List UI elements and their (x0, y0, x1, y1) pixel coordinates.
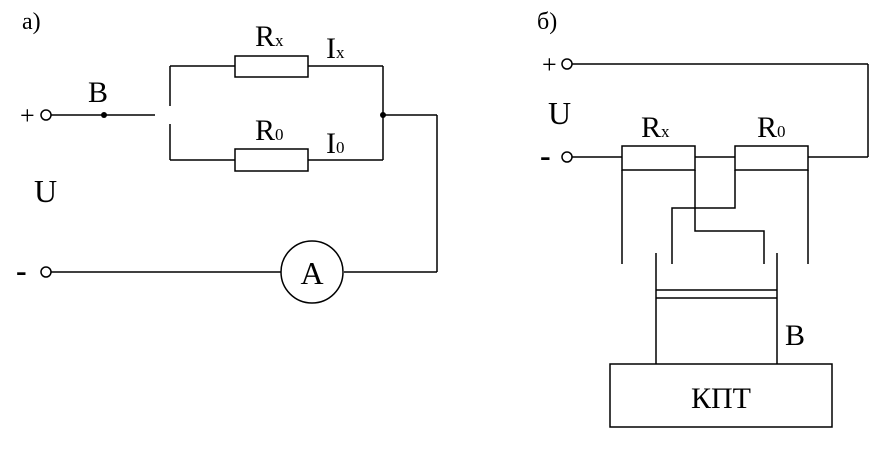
diagram-b-plus-sign: + (542, 50, 557, 79)
diagram-a-plus-sign: + (20, 101, 35, 130)
diagram-a-r0-label: R0 (255, 114, 284, 147)
diagram-b-kpt-box (609, 363, 833, 428)
diagram-a-plus-terminal (40, 109, 52, 121)
diagram-b-label: б) (537, 9, 557, 35)
diagram-b-plus-terminal (561, 58, 573, 70)
diagram-b-lead-r0-left (671, 170, 736, 264)
diagram-a-switch-label: B (88, 76, 108, 109)
diagram-b-rx-label: Rx (641, 111, 670, 144)
diagram-a-minus-sign: - (16, 252, 27, 288)
diagram-a-rx-label: Rx (255, 20, 284, 53)
diagram-b-switch-label: B (785, 319, 805, 352)
diagram-b-minus-sign: - (540, 137, 551, 173)
diagram-a-i0-label: I0 (326, 127, 345, 160)
diagram-b-kpt-label: КПТ (691, 382, 751, 415)
diagram-b-resistor-rx (621, 145, 696, 171)
diagram-a-resistor-r0 (234, 148, 309, 172)
diagram-b: б) + U - Rx R0 B КПТ (537, 9, 869, 428)
diagram-b-resistor-r0 (734, 145, 809, 171)
diagram-b-lead-rx-right (694, 170, 765, 264)
diagram-a-ammeter (280, 240, 344, 304)
diagram-a-label: а) (22, 9, 41, 35)
diagram-a-ix-label: Ix (326, 32, 345, 65)
diagram-a: а) + B Rx Ix R0 I0 U - (16, 9, 438, 304)
diagram-b-r0-label: R0 (757, 111, 786, 144)
diagram-a-resistor-rx (234, 55, 309, 78)
diagram-b-voltage-label: U (548, 95, 571, 131)
diagram-a-minus-terminal (40, 266, 52, 278)
diagram-a-voltage-label: U (34, 173, 57, 209)
diagram-b-minus-terminal (561, 151, 573, 163)
diagram-a-ammeter-label: A (300, 255, 323, 291)
